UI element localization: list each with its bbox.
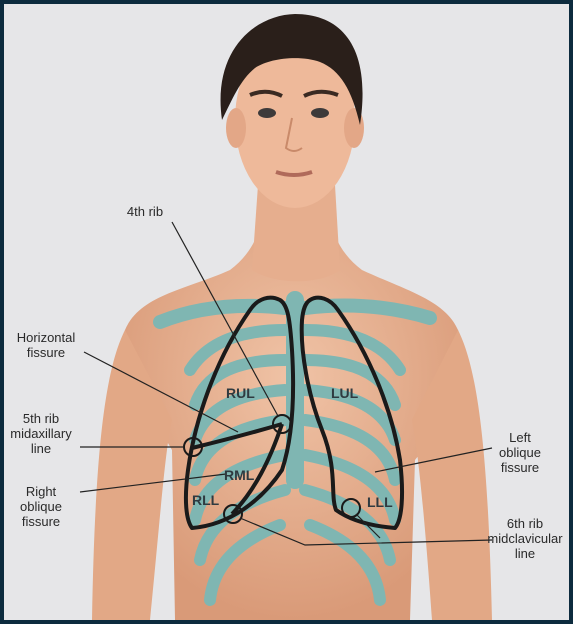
- label-fourth-rib: 4th rib: [110, 204, 180, 219]
- label-line: 5th rib: [2, 411, 80, 426]
- label-line: line: [480, 546, 570, 561]
- lobe-lll: LLL: [367, 494, 393, 510]
- left-ear: [226, 108, 246, 148]
- label-line: Left: [478, 430, 562, 445]
- label-sixth-rib: 6th rib midclavicular line: [480, 516, 570, 561]
- lobe-lul: LUL: [331, 385, 358, 401]
- label-line: Right: [2, 484, 80, 499]
- label-line: fissure: [2, 514, 80, 529]
- label-line: midclavicular: [480, 531, 570, 546]
- label-fifth-rib: 5th rib midaxillary line: [2, 411, 80, 456]
- lobe-rll: RLL: [192, 492, 219, 508]
- label-line: fissure: [478, 460, 562, 475]
- label-line: line: [2, 441, 80, 456]
- label-horizontal-fissure: Horizontal fissure: [2, 330, 90, 360]
- label-line: 6th rib: [480, 516, 570, 531]
- label-left-oblique-fissure: Left oblique fissure: [478, 430, 562, 475]
- label-line: oblique: [2, 499, 80, 514]
- label-line: oblique: [478, 445, 562, 460]
- label-line: fissure: [2, 345, 90, 360]
- left-eye: [258, 108, 276, 118]
- label-line: Horizontal: [2, 330, 90, 345]
- right-eye: [311, 108, 329, 118]
- label-line: midaxillary: [2, 426, 80, 441]
- lobe-rul: RUL: [226, 385, 255, 401]
- lobe-rml: RML: [224, 467, 254, 483]
- label-right-oblique-fissure: Right oblique fissure: [2, 484, 80, 529]
